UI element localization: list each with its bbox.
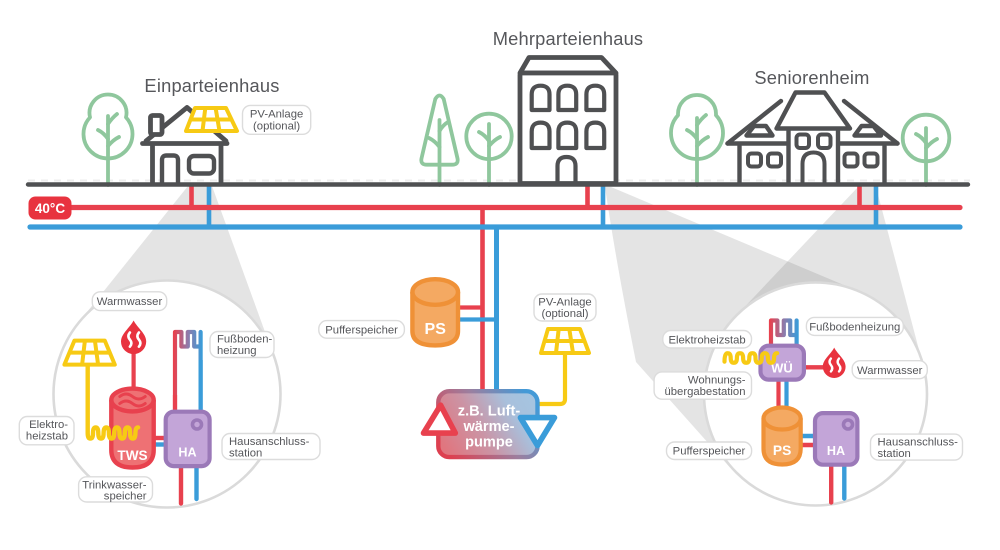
svg-text:Wohnungs-: Wohnungs- [688,375,746,387]
svg-text:PV-Anlage: PV-Anlage [250,109,303,121]
svg-text:Warmwasser: Warmwasser [97,296,163,308]
svg-text:heizung: heizung [217,345,257,357]
svg-text:PV-Anlage: PV-Anlage [538,297,591,309]
svg-text:40°C: 40°C [35,201,65,216]
svg-text:Pufferspeicher: Pufferspeicher [325,325,398,337]
svg-text:Hausanschluss-: Hausanschluss- [878,437,959,449]
svg-text:speicher: speicher [104,491,147,503]
svg-text:Seniorenheim: Seniorenheim [754,67,869,88]
svg-text:HA: HA [827,444,845,458]
svg-text:wärme-: wärme- [462,419,514,435]
svg-text:(optional): (optional) [541,308,588,320]
svg-text:PS: PS [773,443,791,458]
svg-text:Trinkwasser-: Trinkwasser- [82,480,146,492]
svg-text:(optional): (optional) [253,121,300,133]
svg-text:z.B. Luft-: z.B. Luft- [458,404,521,420]
svg-text:HA: HA [178,446,196,460]
svg-text:station: station [878,448,911,460]
svg-text:Elektroheizstab: Elektroheizstab [668,334,745,346]
svg-text:TWS: TWS [117,448,147,463]
svg-text:heizstab: heizstab [26,431,68,443]
svg-text:Fußbodenheizung: Fußbodenheizung [809,321,900,333]
svg-text:Einparteienhaus: Einparteienhaus [144,75,279,96]
svg-text:Hausanschluss-: Hausanschluss- [229,436,310,448]
svg-text:Pufferspeicher: Pufferspeicher [673,446,746,458]
svg-text:PS: PS [425,321,447,338]
svg-text:pumpe: pumpe [465,435,513,451]
svg-text:WÜ: WÜ [771,361,793,376]
svg-text:Elektro-: Elektro- [29,419,68,431]
svg-text:übergabestation: übergabestation [664,386,745,398]
svg-text:station: station [229,448,262,460]
svg-text:Mehrparteienhaus: Mehrparteienhaus [493,28,644,49]
svg-text:Warmwasser: Warmwasser [857,365,923,377]
svg-text:Fußboden-: Fußboden- [217,334,272,346]
